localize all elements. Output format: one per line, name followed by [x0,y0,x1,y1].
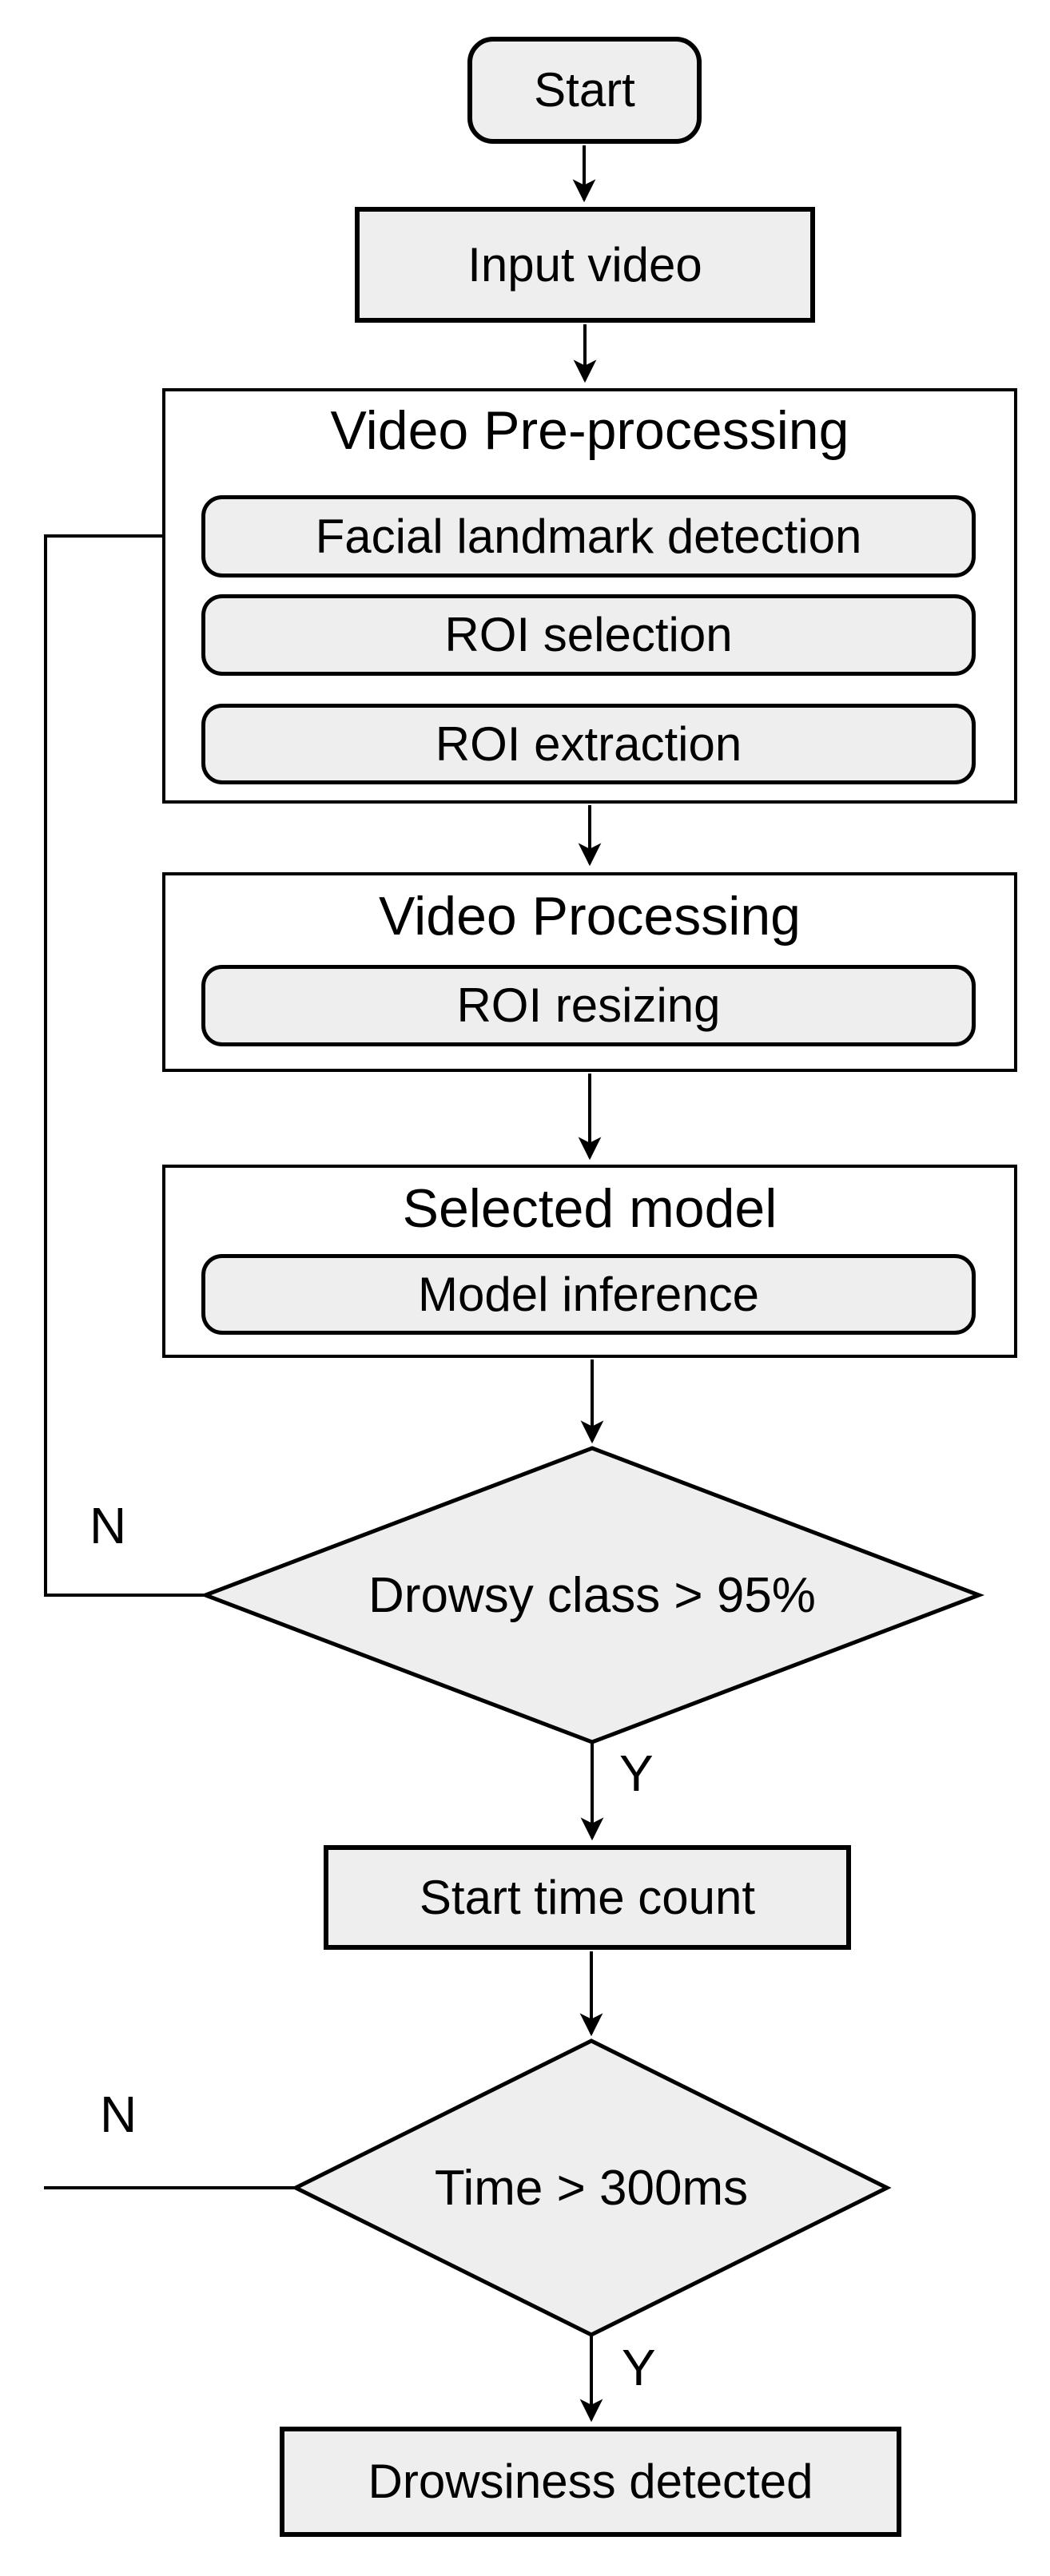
roi-extraction-label: ROI extraction [435,716,742,771]
drowsiness-detected-label: Drowsiness detected [368,2455,813,2508]
drowsy-yes-label: Y [619,1744,654,1802]
start-node: Start [467,37,702,144]
input-video-label: Input video [467,237,702,292]
edge-drowsy-no-loopback [44,524,205,1597]
video-preprocessing-title: Video Pre-processing [330,400,849,461]
selected-model-title: Selected model [402,1178,778,1239]
drowsy-decision-diamond [199,1446,985,1744]
roi-extraction-node: ROI extraction [201,704,976,784]
facial-landmark-detection-label: Facial landmark detection [315,509,862,563]
time-decision-label: Time > 300ms [434,2160,749,2216]
drowsiness-detected-node: Drowsiness detected [280,2427,901,2537]
roi-resizing-label: ROI resizing [456,978,721,1032]
roi-resizing-node: ROI resizing [201,965,976,1046]
time-yes-label: Y [622,2339,656,2396]
start-time-count-label: Start time count [419,1870,756,1924]
video-processing-title: Video Processing [379,886,801,947]
drowsy-decision-label: Drowsy class > 95% [368,1567,816,1623]
model-inference-label: Model inference [418,1267,759,1321]
roi-selection-node: ROI selection [201,594,976,676]
time-no-label: N [100,2086,137,2143]
roi-selection-label: ROI selection [444,608,733,661]
model-inference-node: Model inference [201,1254,976,1335]
input-video-node: Input video [355,207,815,323]
facial-landmark-detection-node: Facial landmark detection [201,495,976,578]
time-decision-diamond [291,2038,892,2337]
start-node-label: Start [534,63,635,117]
drowsy-no-label: N [89,1497,127,1554]
start-time-count-node: Start time count [324,1845,851,1950]
